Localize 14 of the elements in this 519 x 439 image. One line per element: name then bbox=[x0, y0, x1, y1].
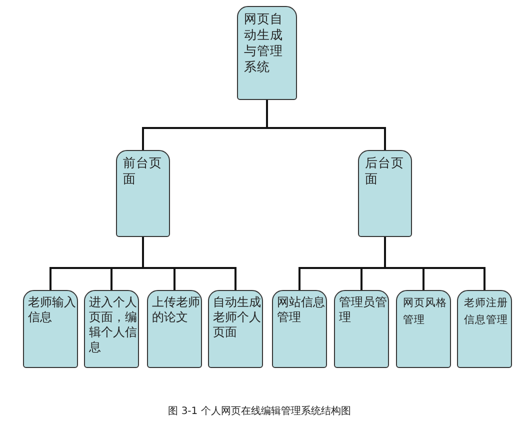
leaf-box: 进入个人页面，编辑个人信息 bbox=[84, 290, 139, 368]
leaf-box: 管理员管理 bbox=[334, 290, 389, 368]
connector-line bbox=[384, 237, 486, 290]
connector-line bbox=[142, 237, 236, 290]
leaf-box: 老师注册信息管理 bbox=[457, 290, 512, 368]
leaf-box: 网页风格管理 bbox=[396, 290, 451, 368]
leaf-box: 自动生成老师个人页面 bbox=[208, 290, 263, 368]
branch-box: 前台页面 bbox=[116, 150, 170, 237]
leaf-box: 网站信息管理 bbox=[272, 290, 327, 368]
leaf-box: 上传老师的论文 bbox=[147, 290, 202, 368]
leaf-box: 老师输入信息 bbox=[23, 290, 78, 368]
branch-box: 后台页面 bbox=[358, 150, 412, 237]
caption: 图 3-1 个人网页在线编辑管理系统结构图 bbox=[167, 404, 352, 418]
root-box: 网页自动生成与管理系统 bbox=[237, 6, 297, 100]
